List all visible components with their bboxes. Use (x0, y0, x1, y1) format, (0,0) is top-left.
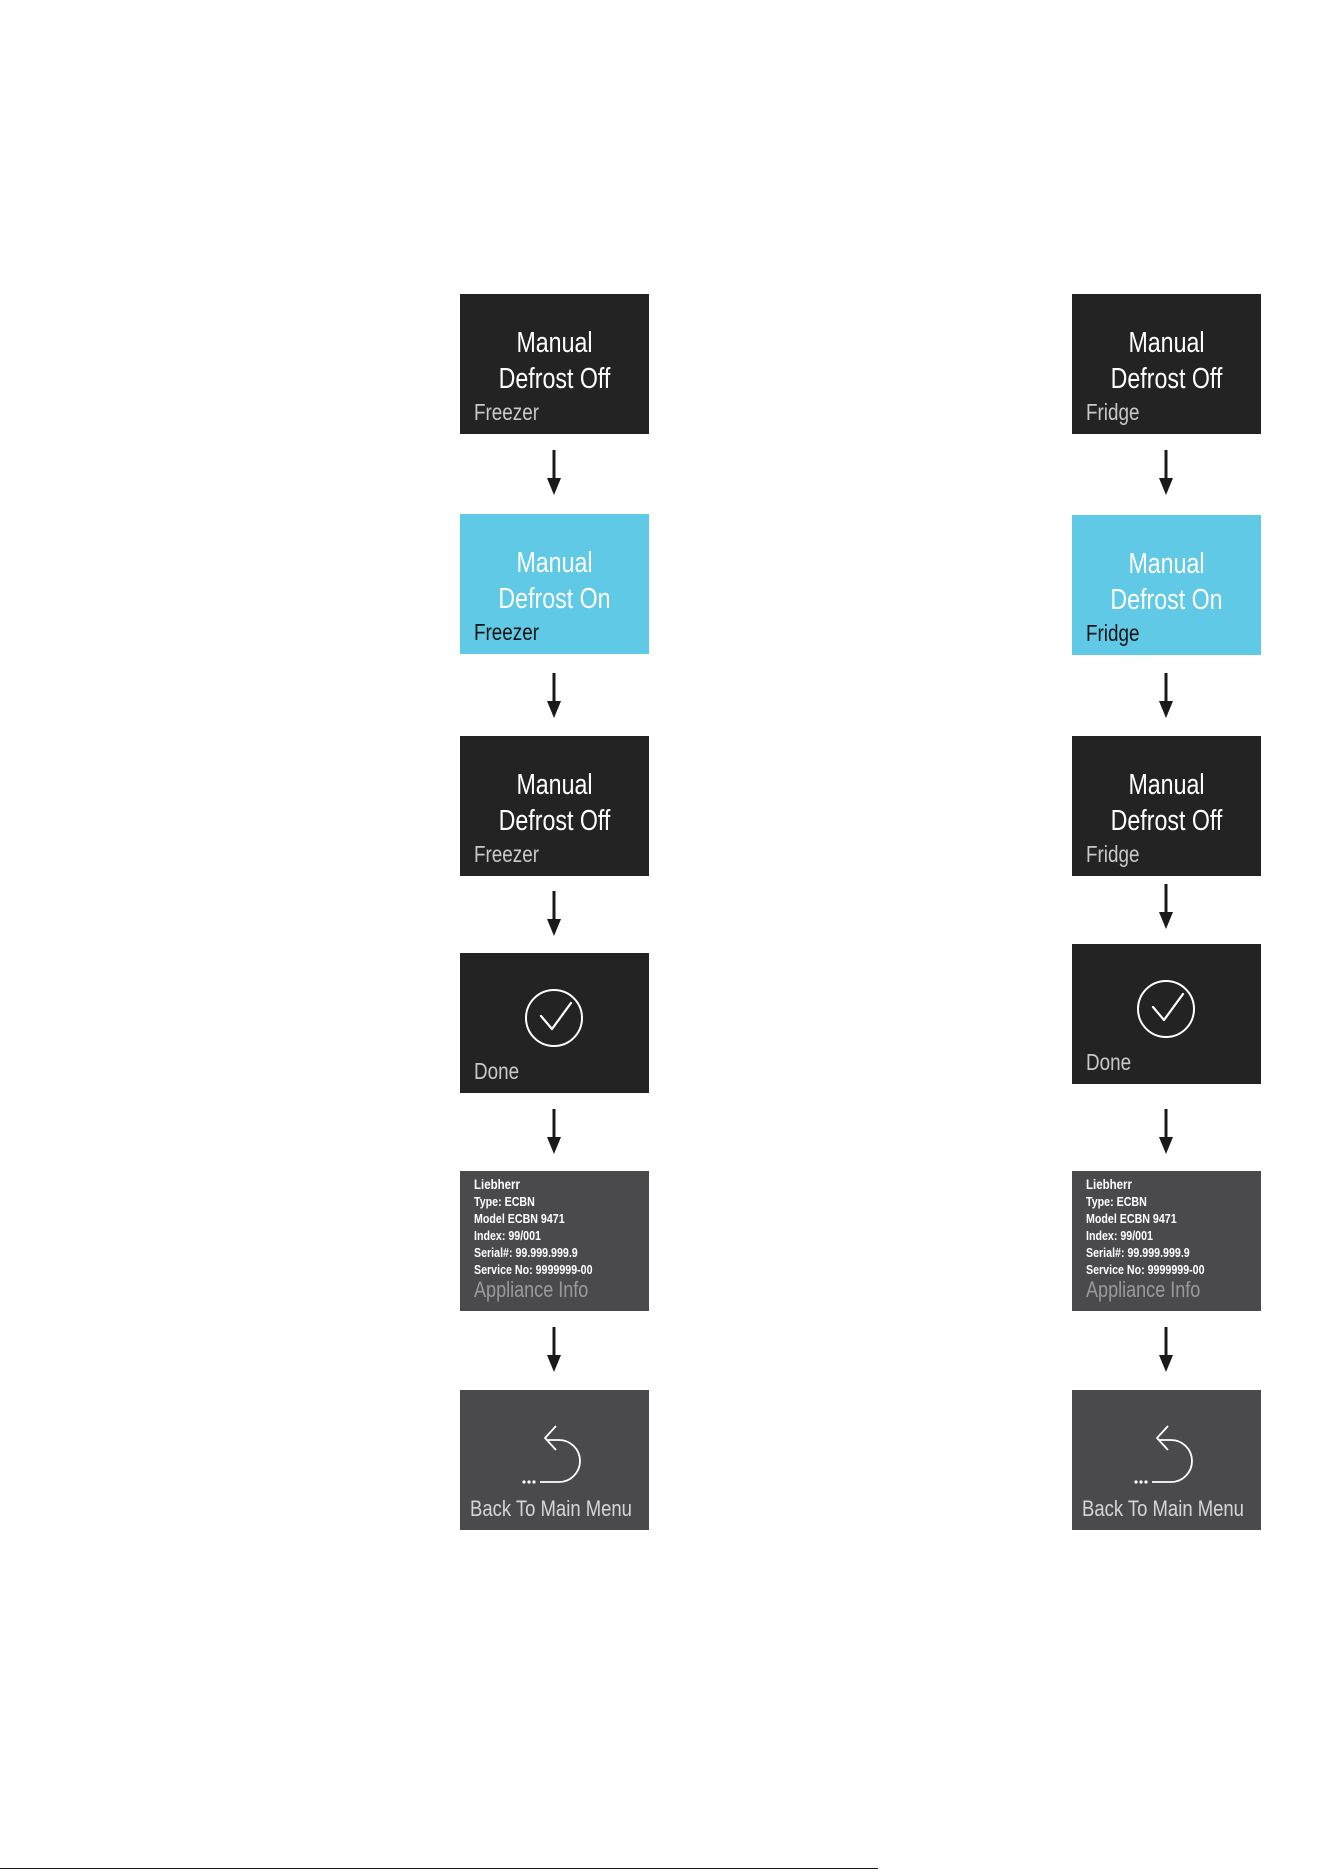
fridge-appliance-info-screen: Liebherr Type: ECBN Model ECBN 9471 Inde… (1072, 1171, 1261, 1311)
screen-label: Fridge (1086, 399, 1140, 425)
screen-label: Done (1086, 1049, 1132, 1075)
info-service-no: Service No: 9999999-00 (474, 1262, 593, 1277)
flow-arrow-down-icon (1159, 1109, 1173, 1154)
info-model: Model ECBN 9471 (474, 1211, 565, 1226)
info-index: Index: 99/001 (474, 1228, 541, 1243)
screen-title-line2: Defrost Off (1110, 805, 1223, 837)
flow-arrow-down-icon (547, 1109, 561, 1154)
screen-label: Freezer (474, 619, 539, 645)
back-arrow-icon (1134, 1425, 1193, 1484)
fridge-back-to-main-menu-screen: Back To Main Menu (1072, 1390, 1261, 1530)
screen-label: Freezer (474, 841, 539, 867)
freezer-appliance-info-screen: Liebherr Type: ECBN Model ECBN 9471 Inde… (460, 1171, 649, 1311)
screen-title-line1: Manual (516, 769, 593, 801)
flow-arrow-down-icon (1159, 450, 1173, 495)
flow-arrow-down-icon (1159, 884, 1173, 929)
info-brand: Liebherr (474, 1176, 520, 1192)
info-serial: Serial#: 99.999.999.9 (474, 1245, 578, 1260)
freezer-defrost-off-screen: Manual Defrost Off Freezer (460, 294, 649, 434)
screen-label: Appliance Info (474, 1277, 589, 1302)
fridge-defrost-off-screen: Manual Defrost Off Fridge (1072, 736, 1261, 876)
flow-arrow-down-icon (1159, 1327, 1173, 1372)
flow-arrow-down-icon (1159, 673, 1173, 718)
screen-title-line1: Manual (1128, 548, 1205, 580)
info-model: Model ECBN 9471 (1086, 1211, 1177, 1226)
flow-arrow-down-icon (547, 891, 561, 936)
screen-label: Fridge (1086, 620, 1140, 646)
flow-arrow-down-icon (547, 673, 561, 718)
page-footer-rule (0, 1868, 878, 1869)
info-type: Type: ECBN (1086, 1194, 1147, 1209)
fridge-defrost-off-screen: Manual Defrost Off Fridge (1072, 294, 1261, 434)
freezer-done-screen: Done (460, 953, 649, 1093)
fridge-defrost-on-screen: Manual Defrost On Fridge (1072, 515, 1261, 655)
check-circle-icon (525, 989, 583, 1047)
freezer-defrost-on-screen: Manual Defrost On Freezer (460, 514, 649, 654)
screen-title-line1: Manual (516, 547, 593, 579)
info-service-no: Service No: 9999999-00 (1086, 1262, 1205, 1277)
screen-title-line2: Defrost Off (498, 363, 611, 395)
screen-title-line2: Defrost Off (1110, 363, 1223, 395)
check-circle-icon (1137, 980, 1195, 1038)
screen-title-line2: Defrost On (1110, 584, 1223, 616)
flow-arrow-down-icon (547, 450, 561, 495)
info-serial: Serial#: 99.999.999.9 (1086, 1245, 1190, 1260)
fridge-done-screen: Done (1072, 944, 1261, 1084)
screen-title-line1: Manual (516, 327, 593, 359)
appliance-info-text: Liebherr Type: ECBN Model ECBN 9471 Inde… (474, 1176, 593, 1278)
appliance-info-text: Liebherr Type: ECBN Model ECBN 9471 Inde… (1086, 1176, 1205, 1278)
screen-label: Back To Main Menu (470, 1496, 632, 1521)
screen-label: Freezer (474, 399, 539, 425)
info-index: Index: 99/001 (1086, 1228, 1153, 1243)
info-type: Type: ECBN (474, 1194, 535, 1209)
flow-arrow-down-icon (547, 1327, 561, 1372)
screen-label: Done (474, 1058, 520, 1084)
screen-title-line2: Defrost On (498, 583, 611, 615)
screen-label: Fridge (1086, 841, 1140, 867)
freezer-back-to-main-menu-screen: Back To Main Menu (460, 1390, 649, 1530)
freezer-defrost-off-screen: Manual Defrost Off Freezer (460, 736, 649, 876)
screen-title-line1: Manual (1128, 769, 1205, 801)
screen-label: Appliance Info (1086, 1277, 1201, 1302)
info-brand: Liebherr (1086, 1176, 1132, 1192)
screen-title-line2: Defrost Off (498, 805, 611, 837)
screen-title-line1: Manual (1128, 327, 1205, 359)
screen-label: Back To Main Menu (1082, 1496, 1244, 1521)
back-arrow-icon (522, 1425, 581, 1484)
